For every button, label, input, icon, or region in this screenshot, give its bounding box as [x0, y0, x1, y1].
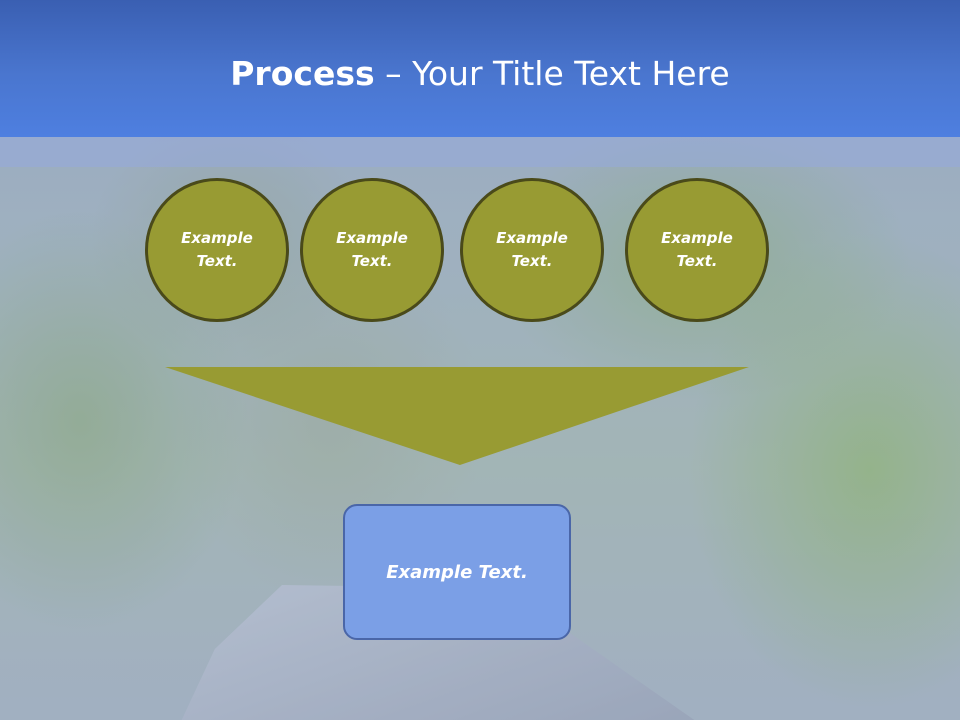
process-circle-4[interactable]: Example Text.	[625, 178, 769, 322]
result-box[interactable]: Example Text.	[343, 504, 571, 640]
circle-text-4: Example Text.	[661, 229, 733, 270]
title-bold-part: Process	[230, 54, 375, 93]
circle-text-1: Example Text.	[181, 229, 253, 270]
process-circle-2[interactable]: Example Text.	[300, 178, 444, 322]
title-rest-part: – Your Title Text Here	[374, 54, 730, 93]
process-circle-1[interactable]: Example Text.	[145, 178, 289, 322]
slide-title[interactable]: Process – Your Title Text Here	[0, 52, 960, 96]
circle-text-2: Example Text.	[336, 229, 408, 270]
result-text: Example Text.	[386, 561, 528, 583]
header-band	[0, 137, 960, 167]
process-circle-3[interactable]: Example Text.	[460, 178, 604, 322]
title-bar: Process – Your Title Text Here	[0, 0, 960, 137]
circle-text-3: Example Text.	[496, 229, 568, 270]
